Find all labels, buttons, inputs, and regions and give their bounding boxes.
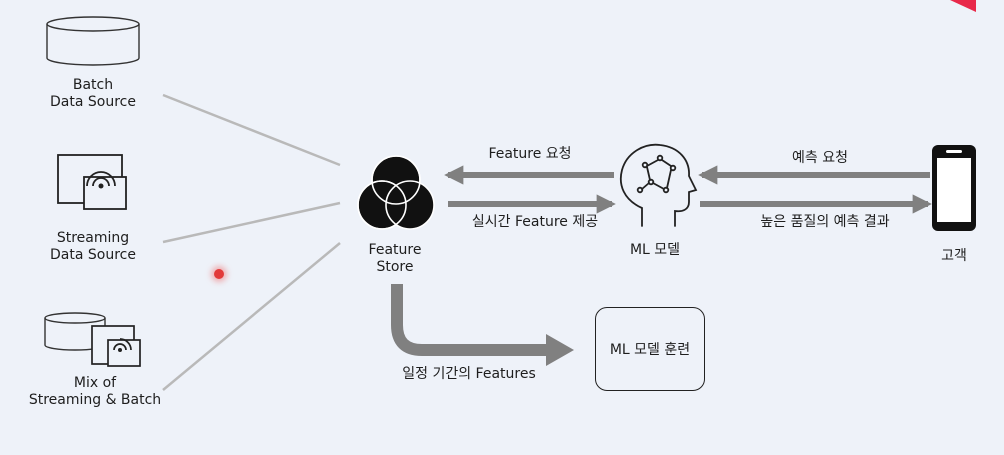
ml-training-box: ML 모델 훈련 bbox=[595, 307, 705, 391]
ml-model-label: ML 모델 bbox=[629, 242, 681, 258]
predict-result-label: 높은 품질의 예측 결과 bbox=[760, 214, 890, 230]
feature-request-label: Feature 요청 bbox=[488, 146, 572, 162]
mix-streaming-icon bbox=[91, 325, 141, 367]
ml-training-label: ML 모델 훈련 bbox=[609, 342, 691, 358]
realtime-feature-label: 실시간 Feature 제공 bbox=[471, 214, 599, 230]
connector-batch bbox=[162, 93, 341, 167]
corner-accent bbox=[940, 0, 976, 12]
phone-icon bbox=[932, 145, 976, 231]
predict-request-label: 예측 요청 bbox=[792, 150, 848, 166]
streaming-monitor-icon bbox=[57, 154, 127, 210]
ml-brain-head-icon bbox=[620, 143, 698, 227]
feature-store-venn-icon bbox=[357, 155, 435, 230]
cursor-pointer-dot bbox=[214, 269, 224, 279]
customer-label: 고객 bbox=[941, 248, 967, 264]
database-icon bbox=[46, 16, 140, 66]
period-features-label: 일정 기간의 Features bbox=[402, 366, 536, 382]
connector-streaming bbox=[162, 201, 341, 244]
arrow-training-features bbox=[391, 284, 548, 356]
connector-mix bbox=[162, 242, 341, 391]
